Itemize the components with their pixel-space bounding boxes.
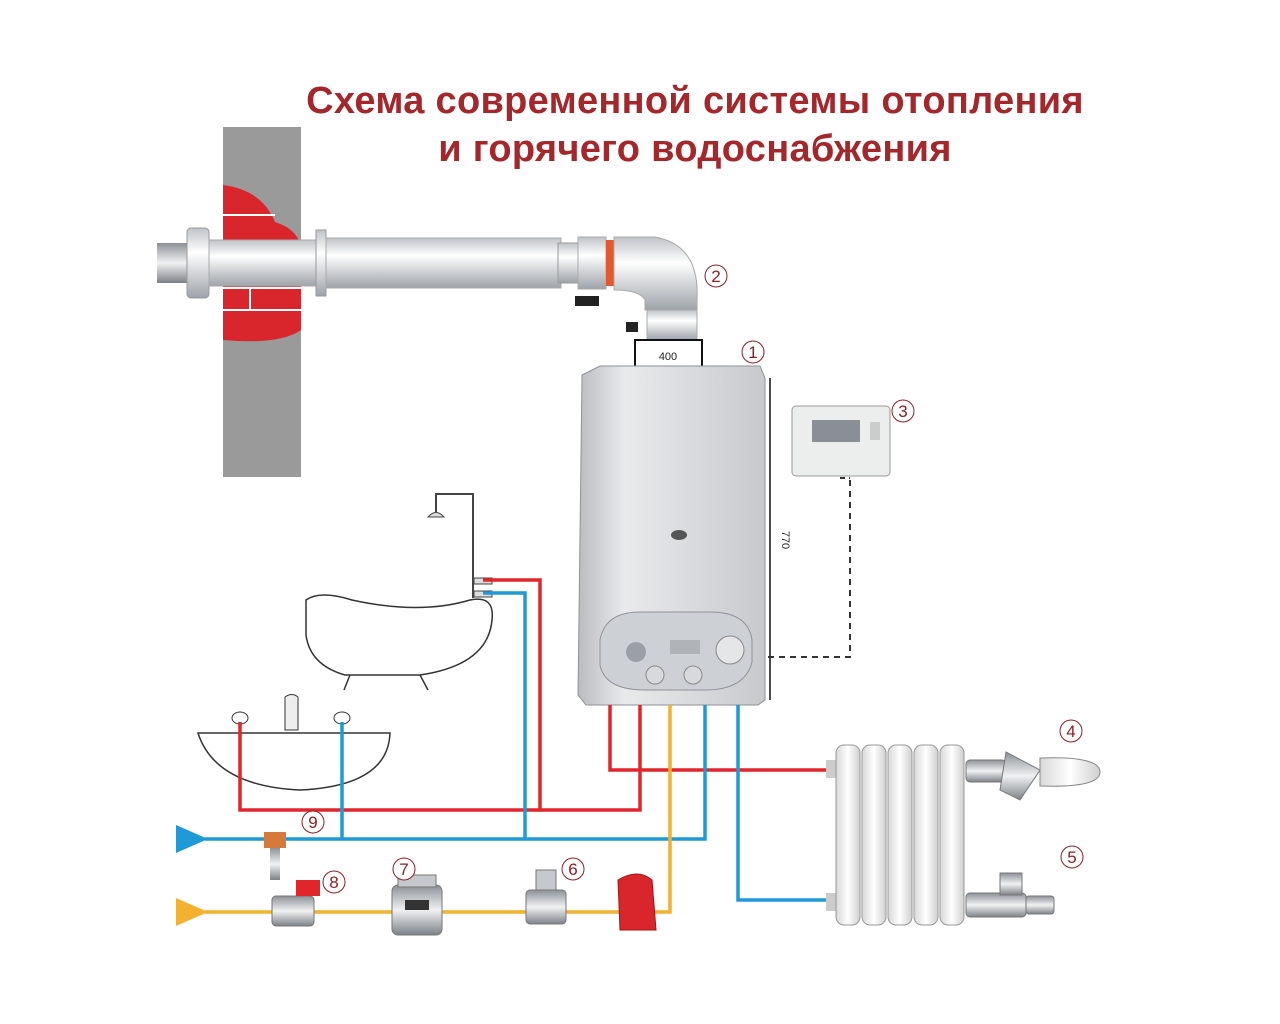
svg-text:1: 1	[748, 343, 757, 362]
boiler-width-label: 400	[659, 351, 677, 363]
washbasin-icon	[196, 694, 391, 791]
gas-regulator-icon	[525, 869, 567, 925]
svg-text:3: 3	[898, 402, 907, 421]
return-valve-icon	[965, 872, 1055, 918]
gas-boiler-icon: 400 770	[577, 339, 791, 706]
chimney-pipe-icon	[157, 227, 698, 341]
shower-icon	[426, 493, 493, 598]
callout-8: 8	[322, 870, 346, 894]
svg-text:8: 8	[329, 873, 338, 892]
svg-text:5: 5	[1067, 848, 1076, 867]
gas-inlet-arrow-icon	[176, 898, 208, 926]
callout-6: 6	[561, 857, 585, 881]
bathtub-icon	[305, 594, 494, 691]
gas-valve-icon	[271, 880, 320, 927]
diagram-title-line-1: Схема современной системы отопления	[306, 80, 1084, 122]
cold-water-inlet-arrow-icon	[176, 825, 208, 853]
callout-2: 2	[704, 264, 728, 288]
svg-text:6: 6	[568, 860, 577, 879]
svg-text:9: 9	[308, 813, 317, 832]
radiator-icon	[826, 744, 965, 926]
callout-3: 3	[891, 399, 915, 423]
cold-water-pipes	[205, 591, 830, 902]
gas-meter-icon	[391, 874, 443, 936]
wall	[223, 127, 301, 477]
callout-7: 7	[392, 857, 416, 881]
svg-text:7: 7	[399, 860, 408, 879]
water-filter-icon	[264, 832, 286, 880]
callout-4: 4	[1059, 719, 1083, 743]
room-thermostat-icon	[765, 405, 891, 658]
callout-5: 5	[1060, 845, 1084, 869]
gas-pipe	[205, 705, 672, 914]
boiler-height-label: 770	[779, 531, 791, 549]
thermostatic-valve-icon	[965, 751, 1101, 801]
callout-1: 1	[741, 340, 765, 364]
gas-shutoff-icon	[617, 873, 657, 931]
callout-9: 9	[301, 810, 325, 834]
svg-text:2: 2	[711, 267, 720, 286]
diagram-title-line-2: и горячего водоснабжения	[438, 128, 952, 170]
svg-text:4: 4	[1066, 722, 1075, 741]
hot-water-pipes	[238, 578, 830, 812]
